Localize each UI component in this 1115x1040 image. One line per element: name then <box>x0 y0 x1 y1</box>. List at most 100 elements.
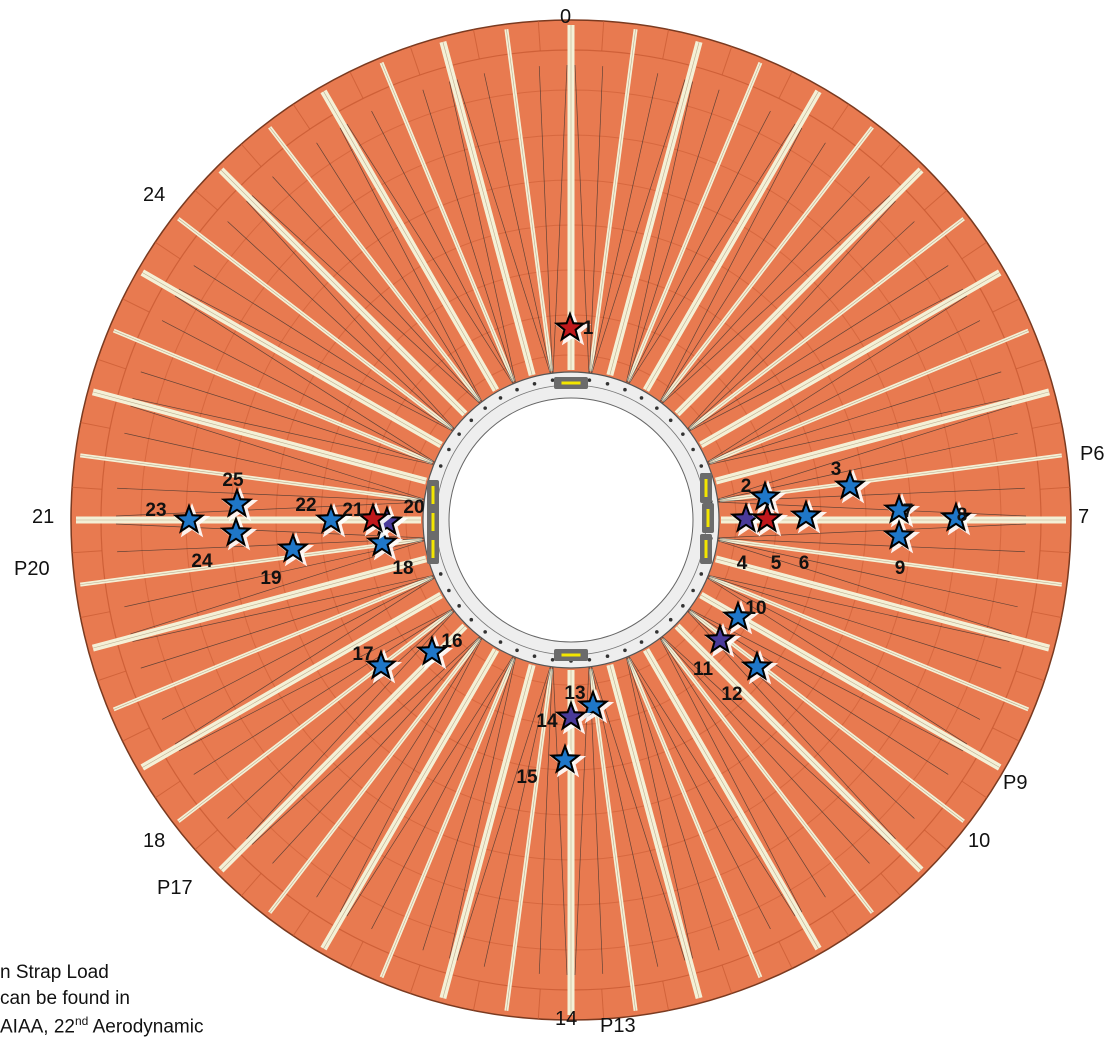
skirt-seam <box>831 910 850 937</box>
suspension-line <box>624 110 771 391</box>
blue-star-icon <box>282 538 304 558</box>
suspension-line <box>624 649 771 930</box>
hub-bolt <box>623 387 627 392</box>
skirt-seam <box>409 964 421 994</box>
skirt-seam <box>880 143 902 167</box>
suspension-line <box>700 371 1002 467</box>
suspension-line <box>130 405 433 503</box>
suspension-line <box>624 89 720 391</box>
hub-bolt <box>639 640 644 644</box>
radial-tape-center <box>645 649 819 949</box>
marker-16: 16 <box>415 631 463 670</box>
suspension-line <box>227 604 461 819</box>
radial-tape-center <box>506 668 552 1011</box>
purple-star-icon <box>709 629 731 649</box>
skirt-seam <box>831 103 850 130</box>
suspension-line <box>655 195 891 410</box>
radial-tape-center <box>381 62 514 382</box>
marker-21: 21 <box>342 500 395 537</box>
skirt-seam <box>778 941 793 969</box>
suspension-line <box>624 649 693 959</box>
radial-tape-center <box>676 169 922 415</box>
hub-bolt <box>457 432 461 436</box>
marker-label: 4 <box>737 553 748 574</box>
marker-23: 23 <box>145 500 211 538</box>
skirt-seam <box>122 727 150 742</box>
skirt-seam <box>1039 486 1070 490</box>
blue-star-icon <box>888 499 910 519</box>
gore-label-p9: P9 <box>1003 772 1028 794</box>
marker-14: 14 <box>536 700 593 735</box>
marker-9: 9 <box>882 519 921 579</box>
note-line-3: AIAA, 22nd Aerodynamic <box>0 1014 300 1038</box>
radial-tape-center <box>220 169 466 415</box>
suspension-line <box>371 110 518 391</box>
gore-label-21: 21 <box>32 506 55 528</box>
radial-tape-center <box>80 455 423 501</box>
hub-bolt <box>605 654 610 658</box>
skirt-seam <box>154 780 181 799</box>
hub-bolt <box>691 588 695 593</box>
suspension-line <box>700 398 1010 467</box>
blue-star-icon <box>320 509 342 529</box>
radial-tape-center <box>220 625 466 871</box>
marker-8: 8 <box>939 501 978 536</box>
radial-tape-center <box>700 272 1000 446</box>
suspension-line <box>700 573 981 720</box>
skirt-seam <box>97 670 127 682</box>
skirt-seam <box>662 29 670 60</box>
hub-bolt <box>655 630 659 634</box>
hub-bolt <box>623 648 627 653</box>
radial-tape-center <box>590 29 636 372</box>
suspension-line <box>456 79 554 382</box>
blue-star-icon <box>582 695 604 715</box>
note-line-3-b: Aerodynamic <box>88 1016 204 1038</box>
suspension-line <box>246 200 461 436</box>
suspension-line <box>161 573 442 720</box>
suspension-line <box>574 65 590 382</box>
skirt-seam <box>194 189 218 211</box>
hub-bolt <box>469 418 474 423</box>
radial-tape-center <box>628 658 761 978</box>
suspension-line <box>174 295 442 467</box>
marker-19: 19 <box>260 532 315 589</box>
skirt-seam <box>80 611 111 619</box>
hub-bolt <box>447 447 451 452</box>
note-line-2: can be found in <box>0 988 130 1009</box>
skirt-seam <box>1031 421 1062 429</box>
skirt-seam <box>409 46 421 76</box>
hub-bolt <box>515 648 519 653</box>
skirt-seam <box>778 71 793 99</box>
suspension-line <box>132 398 442 467</box>
suspension-line <box>709 537 1018 608</box>
radial-tape-center <box>142 272 442 446</box>
suspension-line <box>655 142 826 410</box>
suspension-lines <box>116 65 1026 975</box>
radial-tape-center <box>689 218 964 429</box>
skirt-seam <box>240 873 262 897</box>
gore-label-7: 7 <box>1078 506 1090 528</box>
gore-label-18: 18 <box>143 830 166 852</box>
marker-label: 18 <box>392 558 413 579</box>
note-line-3-a: AIAA, 22 <box>0 1016 75 1038</box>
marker-label: 9 <box>895 558 906 579</box>
radial-tape-center <box>719 539 1062 585</box>
skirt-seam <box>1031 611 1062 619</box>
marker-label: 2 <box>741 476 752 497</box>
suspension-line <box>655 630 803 913</box>
radial-tape-center <box>178 218 453 429</box>
skirt-seam <box>601 21 605 52</box>
suspension-line <box>624 649 720 951</box>
vent-ring <box>422 371 720 669</box>
suspension-line <box>193 604 461 775</box>
hub-bolt <box>498 640 503 644</box>
suspension-line <box>339 630 487 913</box>
suspension-line <box>193 265 461 436</box>
skirt-seam <box>292 910 311 937</box>
blue-star-icon <box>888 525 910 545</box>
radial-tape-center <box>689 611 964 822</box>
marker-label: 6 <box>799 553 810 574</box>
skirt-seam <box>924 189 948 211</box>
radial-tape-center <box>92 558 427 649</box>
suspension-line <box>316 630 487 898</box>
